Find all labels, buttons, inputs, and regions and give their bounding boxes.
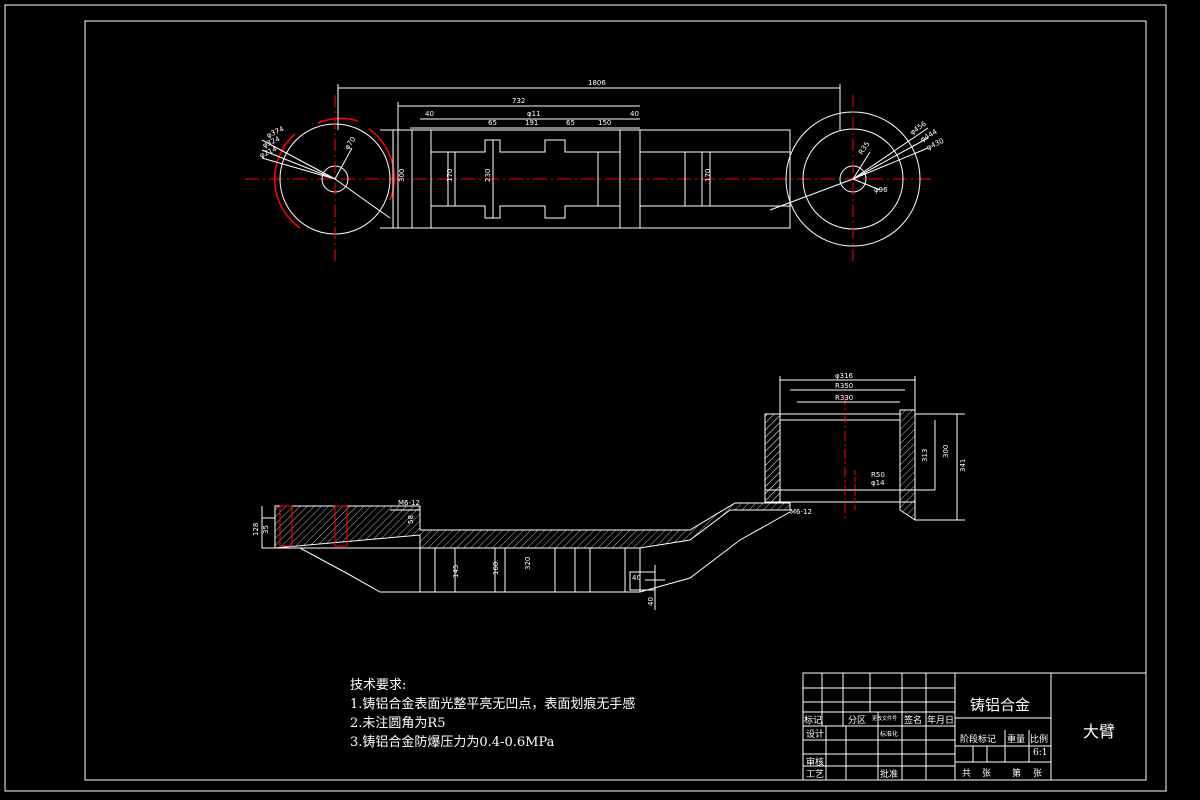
dim-height-mid-a: 170	[446, 169, 454, 182]
dim-left-h2: 35	[262, 525, 270, 534]
dim-mid-320: 320	[524, 557, 532, 570]
section-view	[261, 376, 965, 610]
tb-design: 设计	[806, 730, 825, 740]
note-item-2: 2.未注圆角为R5	[350, 716, 446, 731]
dim-bot-40: 40	[632, 574, 641, 582]
dim-overall: 1806	[588, 79, 606, 87]
dim-left-r: φ70	[343, 135, 357, 151]
dim-65a: 65	[488, 119, 497, 127]
tb-approve: 批准	[880, 770, 899, 780]
technical-requirements: 技术要求: 1.铸铝合金表面光整平亮无凹点，表面划痕无手感 2.未注圆角为R5 …	[350, 676, 770, 752]
dim-150: 150	[598, 119, 611, 127]
dim-right-b2: φ96	[874, 186, 888, 194]
dim-mid-145: 145	[452, 565, 460, 578]
dim-191: 191	[525, 119, 538, 127]
dim-left-58: 58	[407, 515, 415, 524]
dim-span: 732	[512, 97, 525, 105]
tb-biaoji: 标记	[804, 716, 823, 726]
dim-bot-c: R330	[835, 394, 853, 402]
tb-fenqu: 分区	[848, 716, 867, 726]
tb-standardization: 标准化	[880, 731, 899, 738]
dim-bot-40b: 40	[647, 597, 655, 606]
dim-mid-160: 160	[492, 562, 500, 575]
tb-review: 审核	[806, 758, 825, 768]
tb-weight: 重量	[1007, 735, 1026, 745]
top-view	[245, 84, 935, 265]
dim-left-h1: 128	[252, 523, 260, 536]
dim-bot-d14: φ14	[871, 479, 885, 487]
tb-date: 年月日	[927, 716, 955, 726]
dim-40a: 40	[425, 110, 434, 118]
dim-bot-b: R350	[835, 382, 853, 390]
note-item-1: 1.铸铝合金表面光整平亮无凹点，表面划痕无手感	[350, 697, 636, 712]
tb-change-doc: 更改文件号	[872, 716, 898, 722]
material-label: 铸铝合金	[970, 696, 1031, 714]
dim-bot-h2: 300	[942, 445, 950, 458]
outer-border	[4, 4, 1167, 792]
dim-bot-h1: 313	[921, 449, 929, 462]
title-block	[802, 672, 1147, 781]
tb-scale-value: 6:1	[1033, 748, 1048, 758]
dim-height-mid-b: 230	[484, 169, 492, 182]
dim-left-c: φ214	[258, 145, 278, 160]
dim-bot-r50: R50	[871, 471, 885, 479]
inner-border	[84, 20, 1147, 781]
tb-sheet: 张	[1033, 769, 1043, 779]
notes-heading: 技术要求:	[350, 678, 407, 693]
dim-bot-m12: M6-12	[790, 508, 812, 516]
dim-bot-a: φ316	[835, 372, 854, 380]
dim-height-left: 300	[398, 169, 406, 182]
dim-65b: 65	[566, 119, 575, 127]
part-name-label: 大臂	[1083, 722, 1116, 741]
tb-ratio: 比例	[1030, 735, 1049, 745]
dim-bot-h3: 341	[959, 459, 967, 472]
tb-signature: 签名	[904, 716, 923, 726]
dim-bore: φ11	[527, 110, 541, 118]
dim-height-right: 170	[704, 169, 712, 182]
tb-sheets: 张	[982, 769, 992, 779]
note-item-3: 3.铸铝合金防爆压力为0.4-0.6MPa	[350, 735, 555, 750]
dim-left-m: M6-12	[398, 499, 420, 507]
tb-stage-mark: 阶段标记	[960, 735, 997, 745]
tb-process: 工艺	[806, 770, 825, 780]
dim-40b: 40	[630, 110, 639, 118]
tb-sheet-no: 第	[1012, 769, 1022, 779]
tb-total: 共	[962, 769, 972, 779]
